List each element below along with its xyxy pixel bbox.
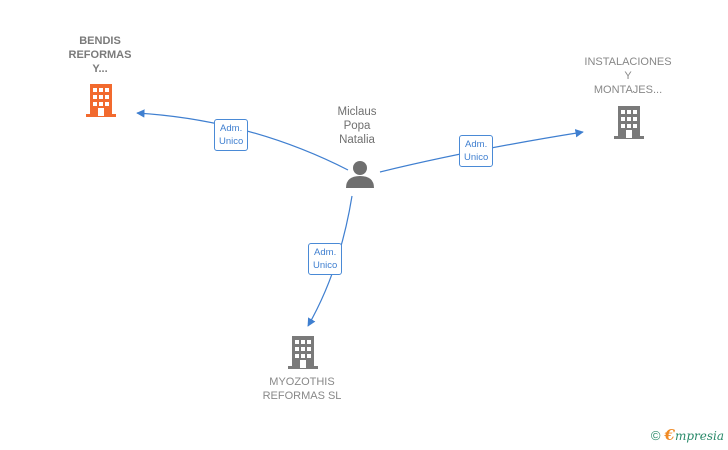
- building-icon[interactable]: [288, 336, 318, 369]
- relation-label: Adm. Unico: [308, 243, 343, 275]
- company-label-instalaciones[interactable]: INSTALACIONES Y MONTAJES...: [584, 56, 672, 96]
- person-label[interactable]: Miclaus Popa Natalia: [337, 106, 377, 146]
- company-label-bendis[interactable]: BENDIS REFORMAS Y...: [68, 35, 132, 75]
- person-icon[interactable]: [346, 161, 374, 188]
- brand-initial: €: [664, 426, 675, 444]
- relation-label: Adm. Unico: [214, 119, 249, 151]
- company-label-myozothis[interactable]: MYOZOTHIS REFORMAS SL: [262, 376, 342, 402]
- brand-watermark: ©€mpresia: [651, 426, 724, 444]
- building-icon[interactable]: [614, 106, 644, 139]
- building-icon[interactable]: [86, 84, 116, 117]
- copyright-symbol: ©: [650, 428, 661, 443]
- relation-label: Adm. Unico: [459, 135, 494, 167]
- brand-name: mpresia: [674, 429, 724, 443]
